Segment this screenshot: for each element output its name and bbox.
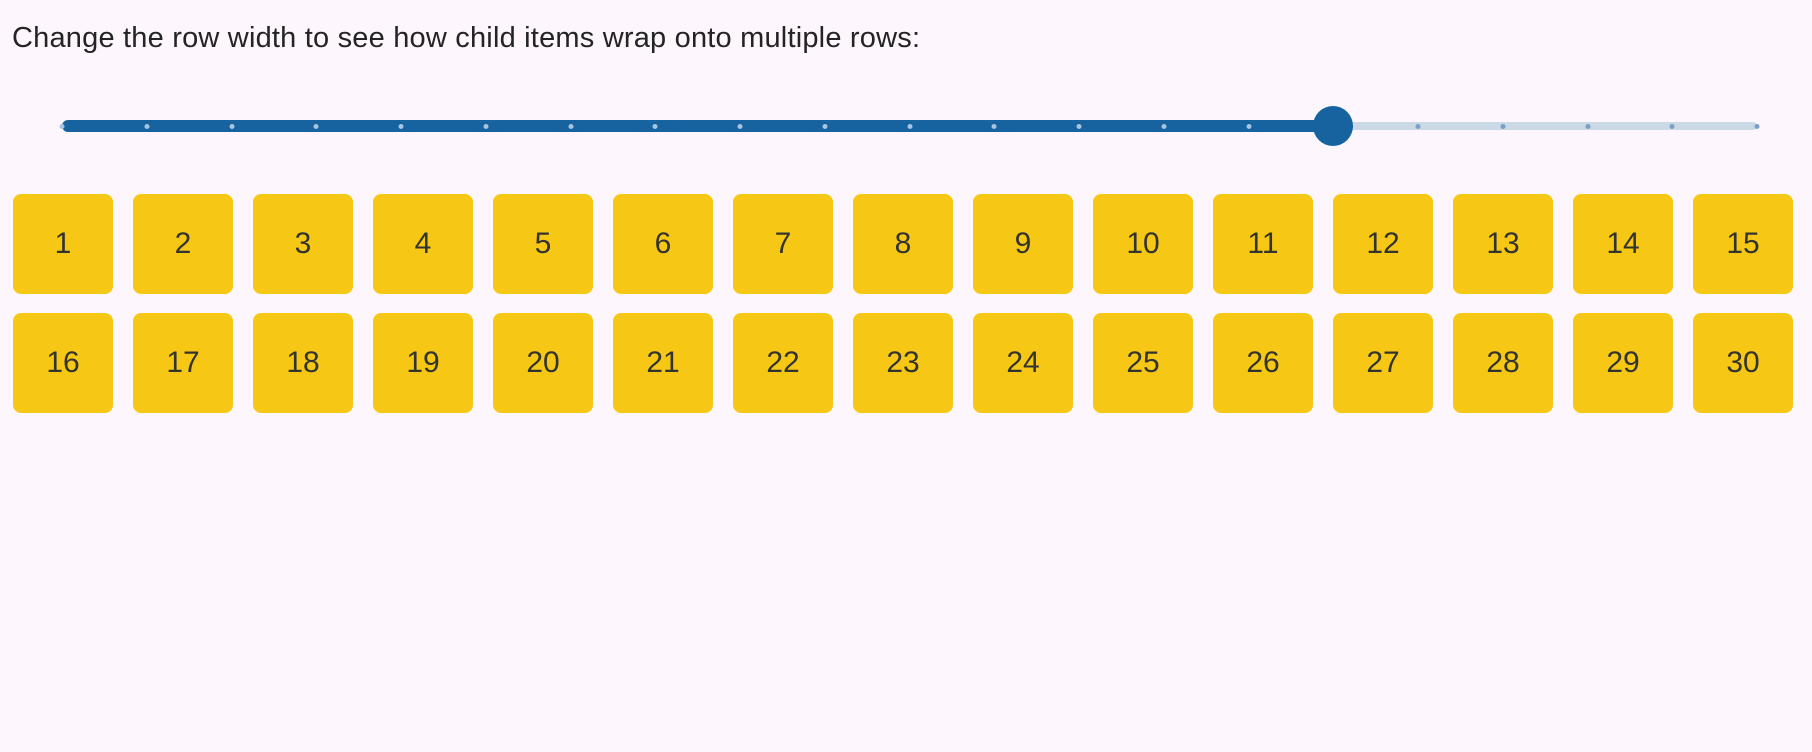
- wrap-item: 10: [1093, 194, 1193, 294]
- wrap-item: 8: [853, 194, 953, 294]
- wrap-item: 29: [1573, 313, 1673, 413]
- slider-thumb[interactable]: [1313, 106, 1354, 146]
- wrap-item: 17: [133, 313, 233, 413]
- wrap-item: 14: [1573, 194, 1673, 294]
- wrap-item: 3: [253, 194, 353, 294]
- wrap-item: 9: [973, 194, 1073, 294]
- slider-fill: [62, 120, 1334, 132]
- wrap-item: 18: [253, 313, 353, 413]
- wrap-item: 25: [1093, 313, 1193, 413]
- wrap-item: 20: [493, 313, 593, 413]
- wrap-item: 16: [13, 313, 113, 413]
- wrap-item: 23: [853, 313, 953, 413]
- wrap-item: 7: [733, 194, 833, 294]
- wrap-item: 19: [373, 313, 473, 413]
- wrap-item: 27: [1333, 313, 1433, 413]
- wrap-item: 30: [1693, 313, 1793, 413]
- wrap-item: 11: [1213, 194, 1313, 294]
- wrap-item: 12: [1333, 194, 1433, 294]
- wrap-item: 6: [613, 194, 713, 294]
- wrap-item: 5: [493, 194, 593, 294]
- wrap-item: 21: [613, 313, 713, 413]
- wrap-item: 15: [1693, 194, 1793, 294]
- instruction-text: Change the row width to see how child it…: [12, 22, 921, 54]
- wrap-item: 24: [973, 313, 1073, 413]
- wrap-item: 1: [13, 194, 113, 294]
- wrap-item: 2: [133, 194, 233, 294]
- wrap-item: 28: [1453, 313, 1553, 413]
- wrap-item: 22: [733, 313, 833, 413]
- wrap-item: 4: [373, 194, 473, 294]
- wrap-item: 26: [1213, 313, 1313, 413]
- row-width-slider[interactable]: [59, 106, 1760, 146]
- wrap-item: 13: [1453, 194, 1553, 294]
